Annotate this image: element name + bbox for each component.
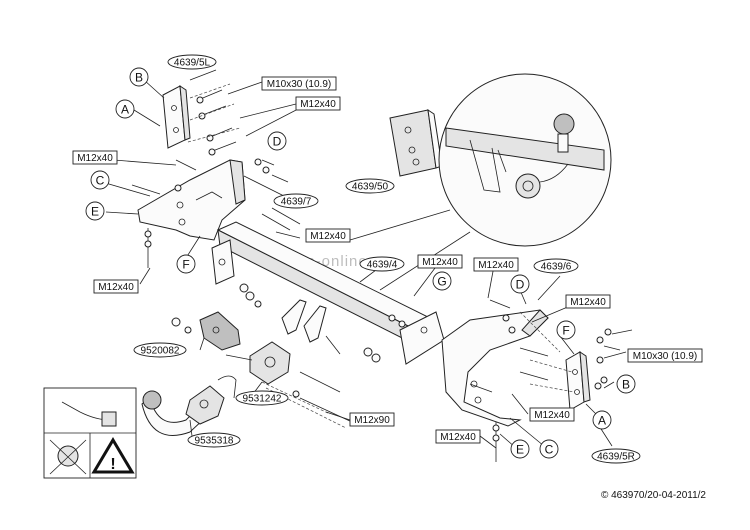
label-m12x40-lower-left: M12x40 xyxy=(93,279,139,294)
svg-text:4639/5R: 4639/5R xyxy=(597,452,635,463)
svg-text:M12x40: M12x40 xyxy=(478,260,514,271)
label-9531242: 9531242 xyxy=(235,390,289,406)
svg-text:M12x40: M12x40 xyxy=(422,257,458,268)
label-m12x40-top: M12x40 xyxy=(295,96,341,111)
svg-text:4639/4: 4639/4 xyxy=(367,260,398,271)
label-4639-5r: 4639/5R xyxy=(591,448,641,464)
label-4639-6: 4639/6 xyxy=(533,258,579,274)
svg-text:M12x90: M12x90 xyxy=(354,415,390,426)
left-upper-bolts xyxy=(131,83,289,268)
label-9520082: 9520082 xyxy=(133,342,187,358)
letter-c-left: C xyxy=(90,170,110,190)
tow-ball-9535318 xyxy=(141,375,237,436)
letter-a-right: A xyxy=(592,410,612,430)
letter-a-left: A xyxy=(115,99,135,119)
letter-e-left: E xyxy=(85,201,105,221)
letter-g-center: G xyxy=(432,271,452,291)
label-4639-7: 4639/7 xyxy=(273,193,319,209)
tow-ball-mount-plates xyxy=(281,299,341,355)
svg-text:M12x40: M12x40 xyxy=(570,297,606,308)
svg-text:M12x40: M12x40 xyxy=(440,432,476,443)
letter-e-right: E xyxy=(510,439,530,459)
leader-lines xyxy=(101,69,621,449)
svg-text:9531242: 9531242 xyxy=(243,394,282,405)
label-m12x40-center: M12x40 xyxy=(417,254,463,269)
label-m12x40-center2: M12x40 xyxy=(473,257,519,272)
svg-text:A: A xyxy=(121,103,129,117)
letter-f-left: F xyxy=(176,254,196,274)
label-4639-4: 4639/4 xyxy=(359,256,405,272)
svg-text:M12x40: M12x40 xyxy=(77,153,113,164)
svg-text:F: F xyxy=(562,324,569,338)
svg-text:M10x30 (10.9): M10x30 (10.9) xyxy=(633,351,697,362)
label-4639-50: 4639/50 xyxy=(345,178,395,194)
letter-b-right: B xyxy=(616,374,636,394)
label-m12x40-right2: M12x40 xyxy=(529,407,575,422)
svg-text:9535318: 9535318 xyxy=(195,436,234,447)
warning-panel: ! xyxy=(43,387,137,479)
letter-d-left: D xyxy=(267,131,287,151)
svg-text:4639/7: 4639/7 xyxy=(281,197,312,208)
svg-text:G: G xyxy=(437,275,446,289)
svg-text:A: A xyxy=(598,414,606,428)
svg-text:B: B xyxy=(135,71,143,85)
svg-text:C: C xyxy=(96,174,105,188)
svg-text:M12x40: M12x40 xyxy=(310,231,346,242)
label-m12x90: M12x90 xyxy=(349,412,395,427)
svg-text:4639/50: 4639/50 xyxy=(352,182,389,193)
label-m12x40-bottom: M12x40 xyxy=(435,429,481,444)
svg-text:B: B xyxy=(622,378,630,392)
letter-f-right: F xyxy=(556,320,576,340)
svg-text:9520082: 9520082 xyxy=(141,346,180,357)
label-m12x40-mid: M12x40 xyxy=(305,228,351,243)
left-side-arm-4639-7 xyxy=(137,159,246,241)
right-bracket-plate-4639-5r xyxy=(565,351,591,411)
svg-text:E: E xyxy=(91,205,99,219)
letter-d-right: D xyxy=(510,274,530,294)
svg-text:F: F xyxy=(182,258,189,272)
svg-text:4639/6: 4639/6 xyxy=(541,262,572,273)
letter-b-left: B xyxy=(129,67,149,87)
svg-text:D: D xyxy=(516,278,525,292)
main-crossbar-4639-4 xyxy=(211,207,445,365)
label-m10x30-top: M10x30 (10.9) xyxy=(261,76,337,91)
letter-c-right: C xyxy=(539,439,559,459)
warning-exclamation-icon: ! xyxy=(110,456,115,473)
svg-text:D: D xyxy=(273,135,282,149)
svg-text:4639/5L: 4639/5L xyxy=(174,58,211,69)
svg-text:M12x40: M12x40 xyxy=(534,410,570,421)
socket-bracket-9520082 xyxy=(171,283,262,351)
drawing-reference-footer: © 463970/20-04-2011/2 xyxy=(601,490,706,501)
zoom-detail-circle xyxy=(349,73,612,291)
detail-plate-4639-50 xyxy=(389,108,443,177)
svg-text:E: E xyxy=(516,443,524,457)
label-9535318: 9535318 xyxy=(187,432,241,448)
svg-text:C: C xyxy=(545,443,554,457)
right-side-arm-4639-6 xyxy=(441,309,549,427)
label-4639-5l: 4639/5L xyxy=(167,54,217,70)
label-m12x40-right: M12x40 xyxy=(565,294,611,309)
label-m12x40-left: M12x40 xyxy=(72,150,118,165)
right-side-bolts xyxy=(363,299,633,462)
svg-text:M12x40: M12x40 xyxy=(98,282,134,293)
left-bracket-plate-4639-5l xyxy=(162,85,191,149)
label-m10x30-right: M10x30 (10.9) xyxy=(627,348,703,363)
svg-text:M12x40: M12x40 xyxy=(300,99,336,110)
svg-text:M10x30 (10.9): M10x30 (10.9) xyxy=(267,79,331,90)
ball-clamp-9531242 xyxy=(225,341,353,429)
